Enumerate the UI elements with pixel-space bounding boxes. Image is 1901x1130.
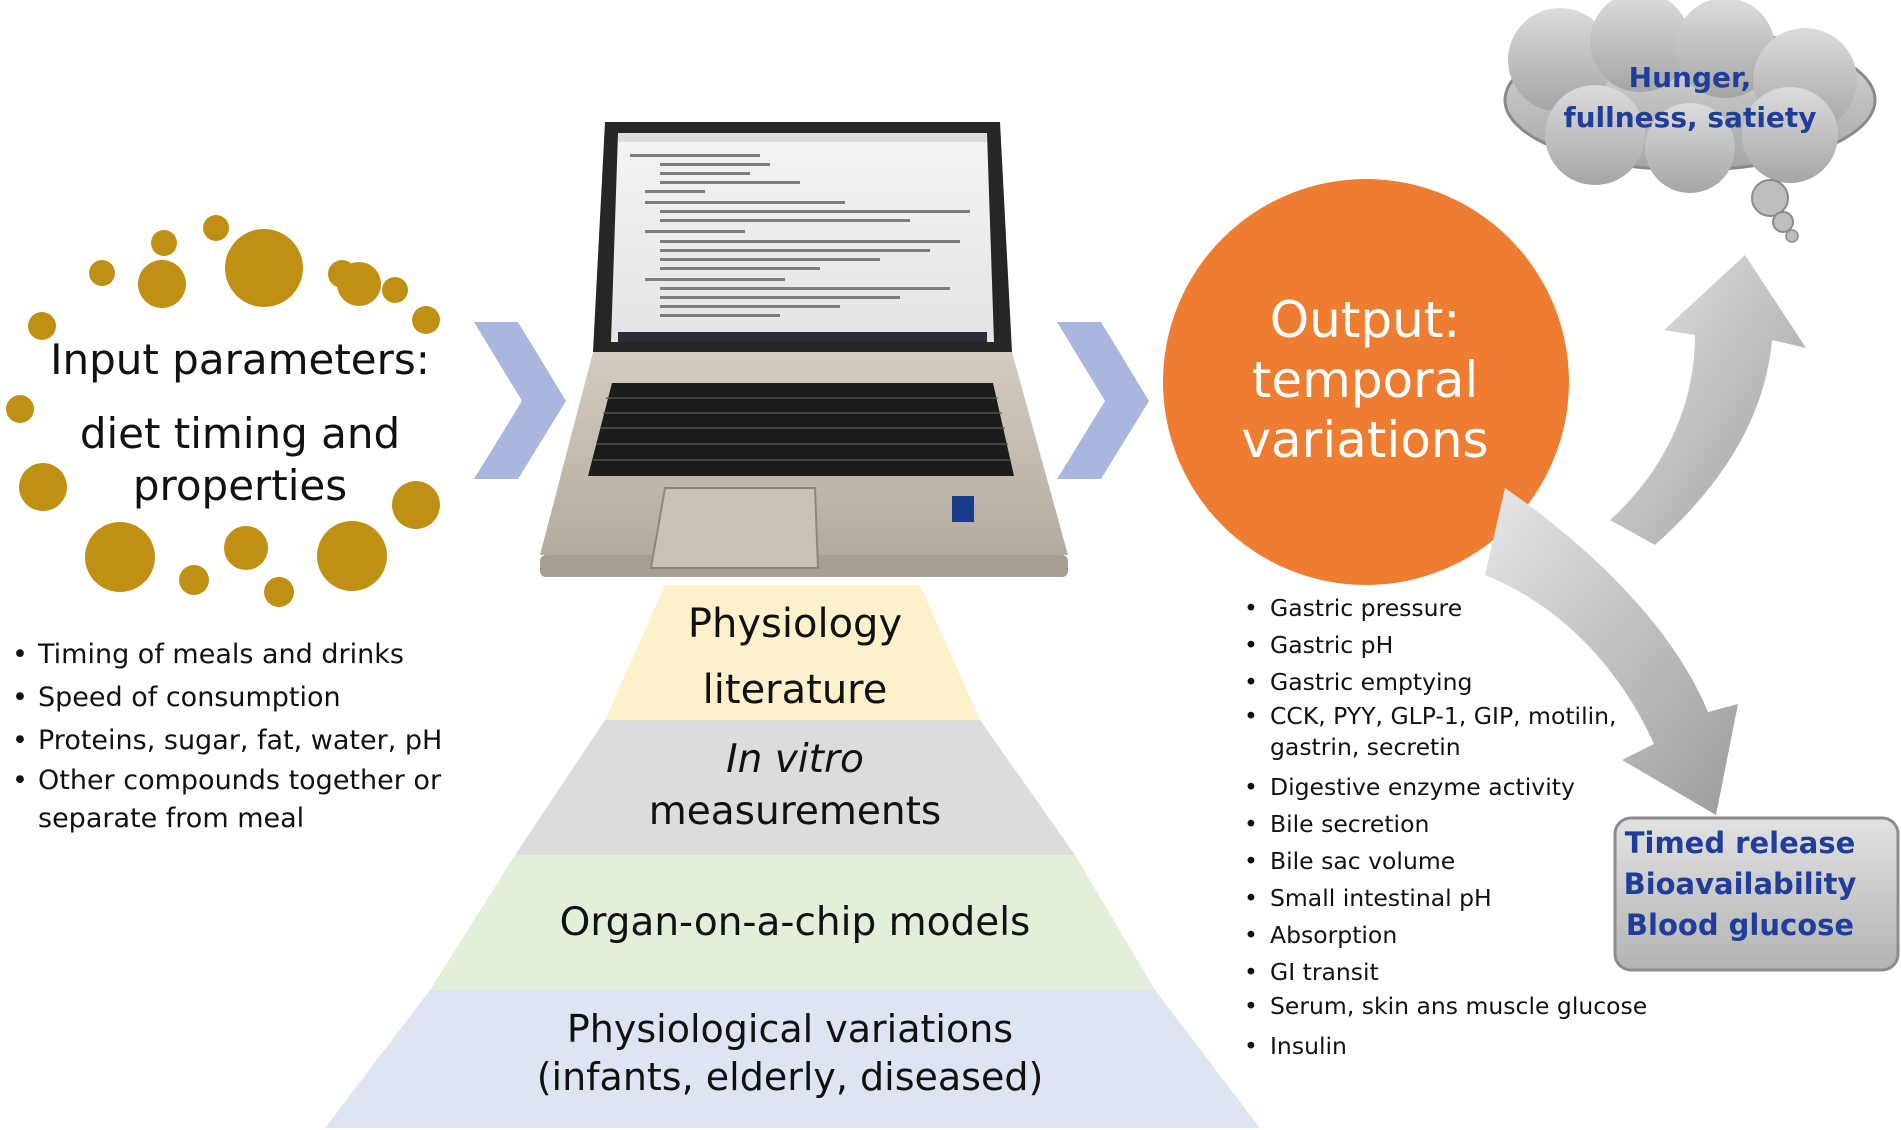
outcomes-label: Timed release Bioavailability Blood gluc… (1620, 823, 1860, 946)
input-parameter-list: Timing of meals and drinks Speed of cons… (8, 633, 468, 838)
pyramid-level2-line1: In vitro (726, 737, 864, 782)
chevron-right-icon (474, 322, 566, 479)
pyramid-level4-line1: Physiological variations (566, 1007, 1014, 1051)
list-item: Gastric pH (1240, 627, 1660, 664)
chevron-right-icon (1057, 322, 1149, 479)
list-item: Digestive enzyme activity (1240, 769, 1660, 806)
pyramid-level1-line1: Physiology (687, 601, 903, 647)
output-title-line2: temporal (1251, 351, 1479, 409)
pyramid-level1-line2: literature (702, 667, 888, 713)
output-circle (1163, 179, 1569, 585)
cloud-label: Hunger, fullness, satiety (1540, 58, 1840, 138)
arrow-to-satiety (1610, 255, 1806, 545)
cloud-label-line1: Hunger, (1628, 61, 1752, 94)
output-title: Output: temporal variations (1165, 290, 1565, 470)
list-item: Other compounds together or separate fro… (8, 762, 468, 838)
list-item: Bile sac volume (1240, 843, 1660, 880)
list-item: Gastric emptying (1240, 664, 1660, 701)
list-item: GI transit (1240, 954, 1660, 991)
evidence-pyramid (325, 585, 1260, 1128)
decorative-dots (6, 215, 440, 607)
output-variable-list: Gastric pressure Gastric pH Gastric empt… (1240, 590, 1660, 1065)
list-item: Gastric pressure (1240, 590, 1660, 627)
list-item: Timing of meals and drinks (8, 633, 468, 676)
input-title-line2: diet timing and (79, 409, 401, 458)
satiety-cloud (1503, 0, 1877, 243)
output-title-line1: Output: (1269, 291, 1461, 349)
output-title-line3: variations (1241, 411, 1489, 469)
outcomes-label-line2: Bioavailability (1623, 867, 1857, 901)
list-item: Serum, skin ans muscle glucose (1240, 991, 1660, 1028)
list-item: Insulin (1240, 1028, 1660, 1065)
cloud-label-line2: fullness, satiety (1563, 101, 1817, 134)
list-item: CCK, PYY, GLP-1, GIP, motilin, gastrin, … (1240, 701, 1660, 769)
list-item: Bile secretion (1240, 806, 1660, 843)
outcomes-label-line3: Blood glucose (1625, 908, 1855, 942)
laptop-image (540, 122, 1068, 577)
input-title-line3: properties (132, 461, 348, 510)
input-title-line1: Input parameters: (50, 335, 430, 384)
list-item: Proteins, sugar, fat, water, pH (8, 719, 468, 762)
pyramid-level2-line2: measurements (648, 789, 942, 834)
pyramid-level3: Organ-on-a-chip models (559, 900, 1031, 945)
pyramid-level4-line2: (infants, elderly, diseased) (536, 1055, 1044, 1099)
list-item: Small intestinal pH (1240, 880, 1660, 917)
list-item: Speed of consumption (8, 676, 468, 719)
outcomes-label-line1: Timed release (1624, 826, 1856, 860)
list-item: Absorption (1240, 917, 1660, 954)
